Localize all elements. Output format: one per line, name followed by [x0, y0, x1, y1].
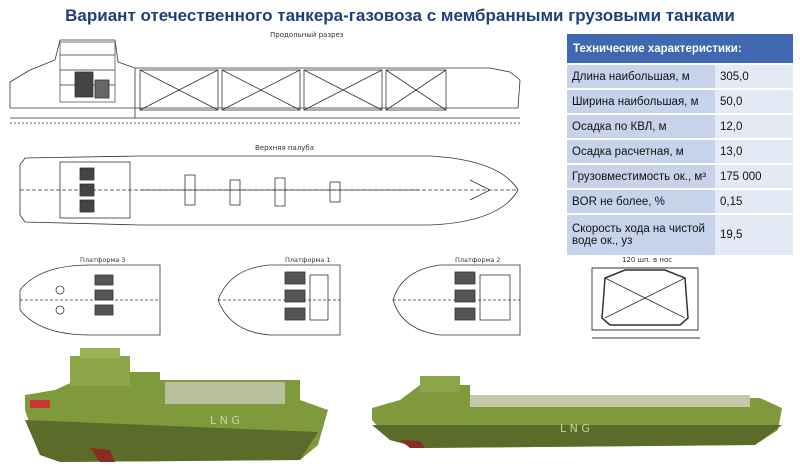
ship-render-left	[25, 348, 328, 462]
spec-value: 175 000	[715, 164, 793, 190]
hull-lng-right: L N G	[560, 422, 590, 435]
cross-section-label: 120 шп. в нос	[622, 256, 672, 264]
spec-value: 50,0	[715, 89, 793, 115]
spec-key: Ширина наибольшая, м	[567, 89, 715, 115]
page-title: Вариант отечественного танкера-газовоза …	[65, 6, 735, 25]
upper-deck-plan	[19, 155, 519, 226]
spec-key: Осадка расчетная, м	[567, 139, 715, 165]
spec-value: 13,0	[715, 139, 793, 165]
platform-1-plan	[217, 264, 341, 336]
platform-2-label: Платформа 2	[455, 256, 501, 264]
platform-1-label: Платформа 1	[285, 256, 331, 264]
spec-key: Длина наибольшая, м	[567, 64, 715, 90]
spec-key: BOR не более, %	[567, 189, 715, 215]
ship-render-right	[372, 376, 782, 448]
spec-value: 305,0	[715, 64, 793, 90]
longitudinal-section	[9, 39, 521, 124]
cross-section	[591, 267, 700, 339]
spec-value: 12,0	[715, 114, 793, 140]
upper-deck-label: Верхняя палуба	[255, 144, 314, 152]
spec-key: Скорость хода на чистой воде ок., уз	[567, 214, 715, 257]
spec-key: Осадка по КВЛ, м	[567, 114, 715, 140]
spec-value: 19,5	[715, 214, 793, 257]
specs-header: Технические характеристики:	[567, 34, 793, 65]
specs-table: Технические характеристики: Длина наибол…	[567, 34, 793, 257]
platform-2-plan	[392, 264, 521, 336]
spec-value: 0,15	[715, 189, 793, 215]
platform-3-plan	[19, 264, 161, 336]
hull-lng-left: L N G	[210, 414, 240, 427]
longitudinal-section-label: Продольный разрез	[270, 31, 344, 39]
platform-3-label: Платформа 3	[80, 256, 126, 264]
spec-key: Грузовместимость ок., м³	[567, 164, 715, 190]
